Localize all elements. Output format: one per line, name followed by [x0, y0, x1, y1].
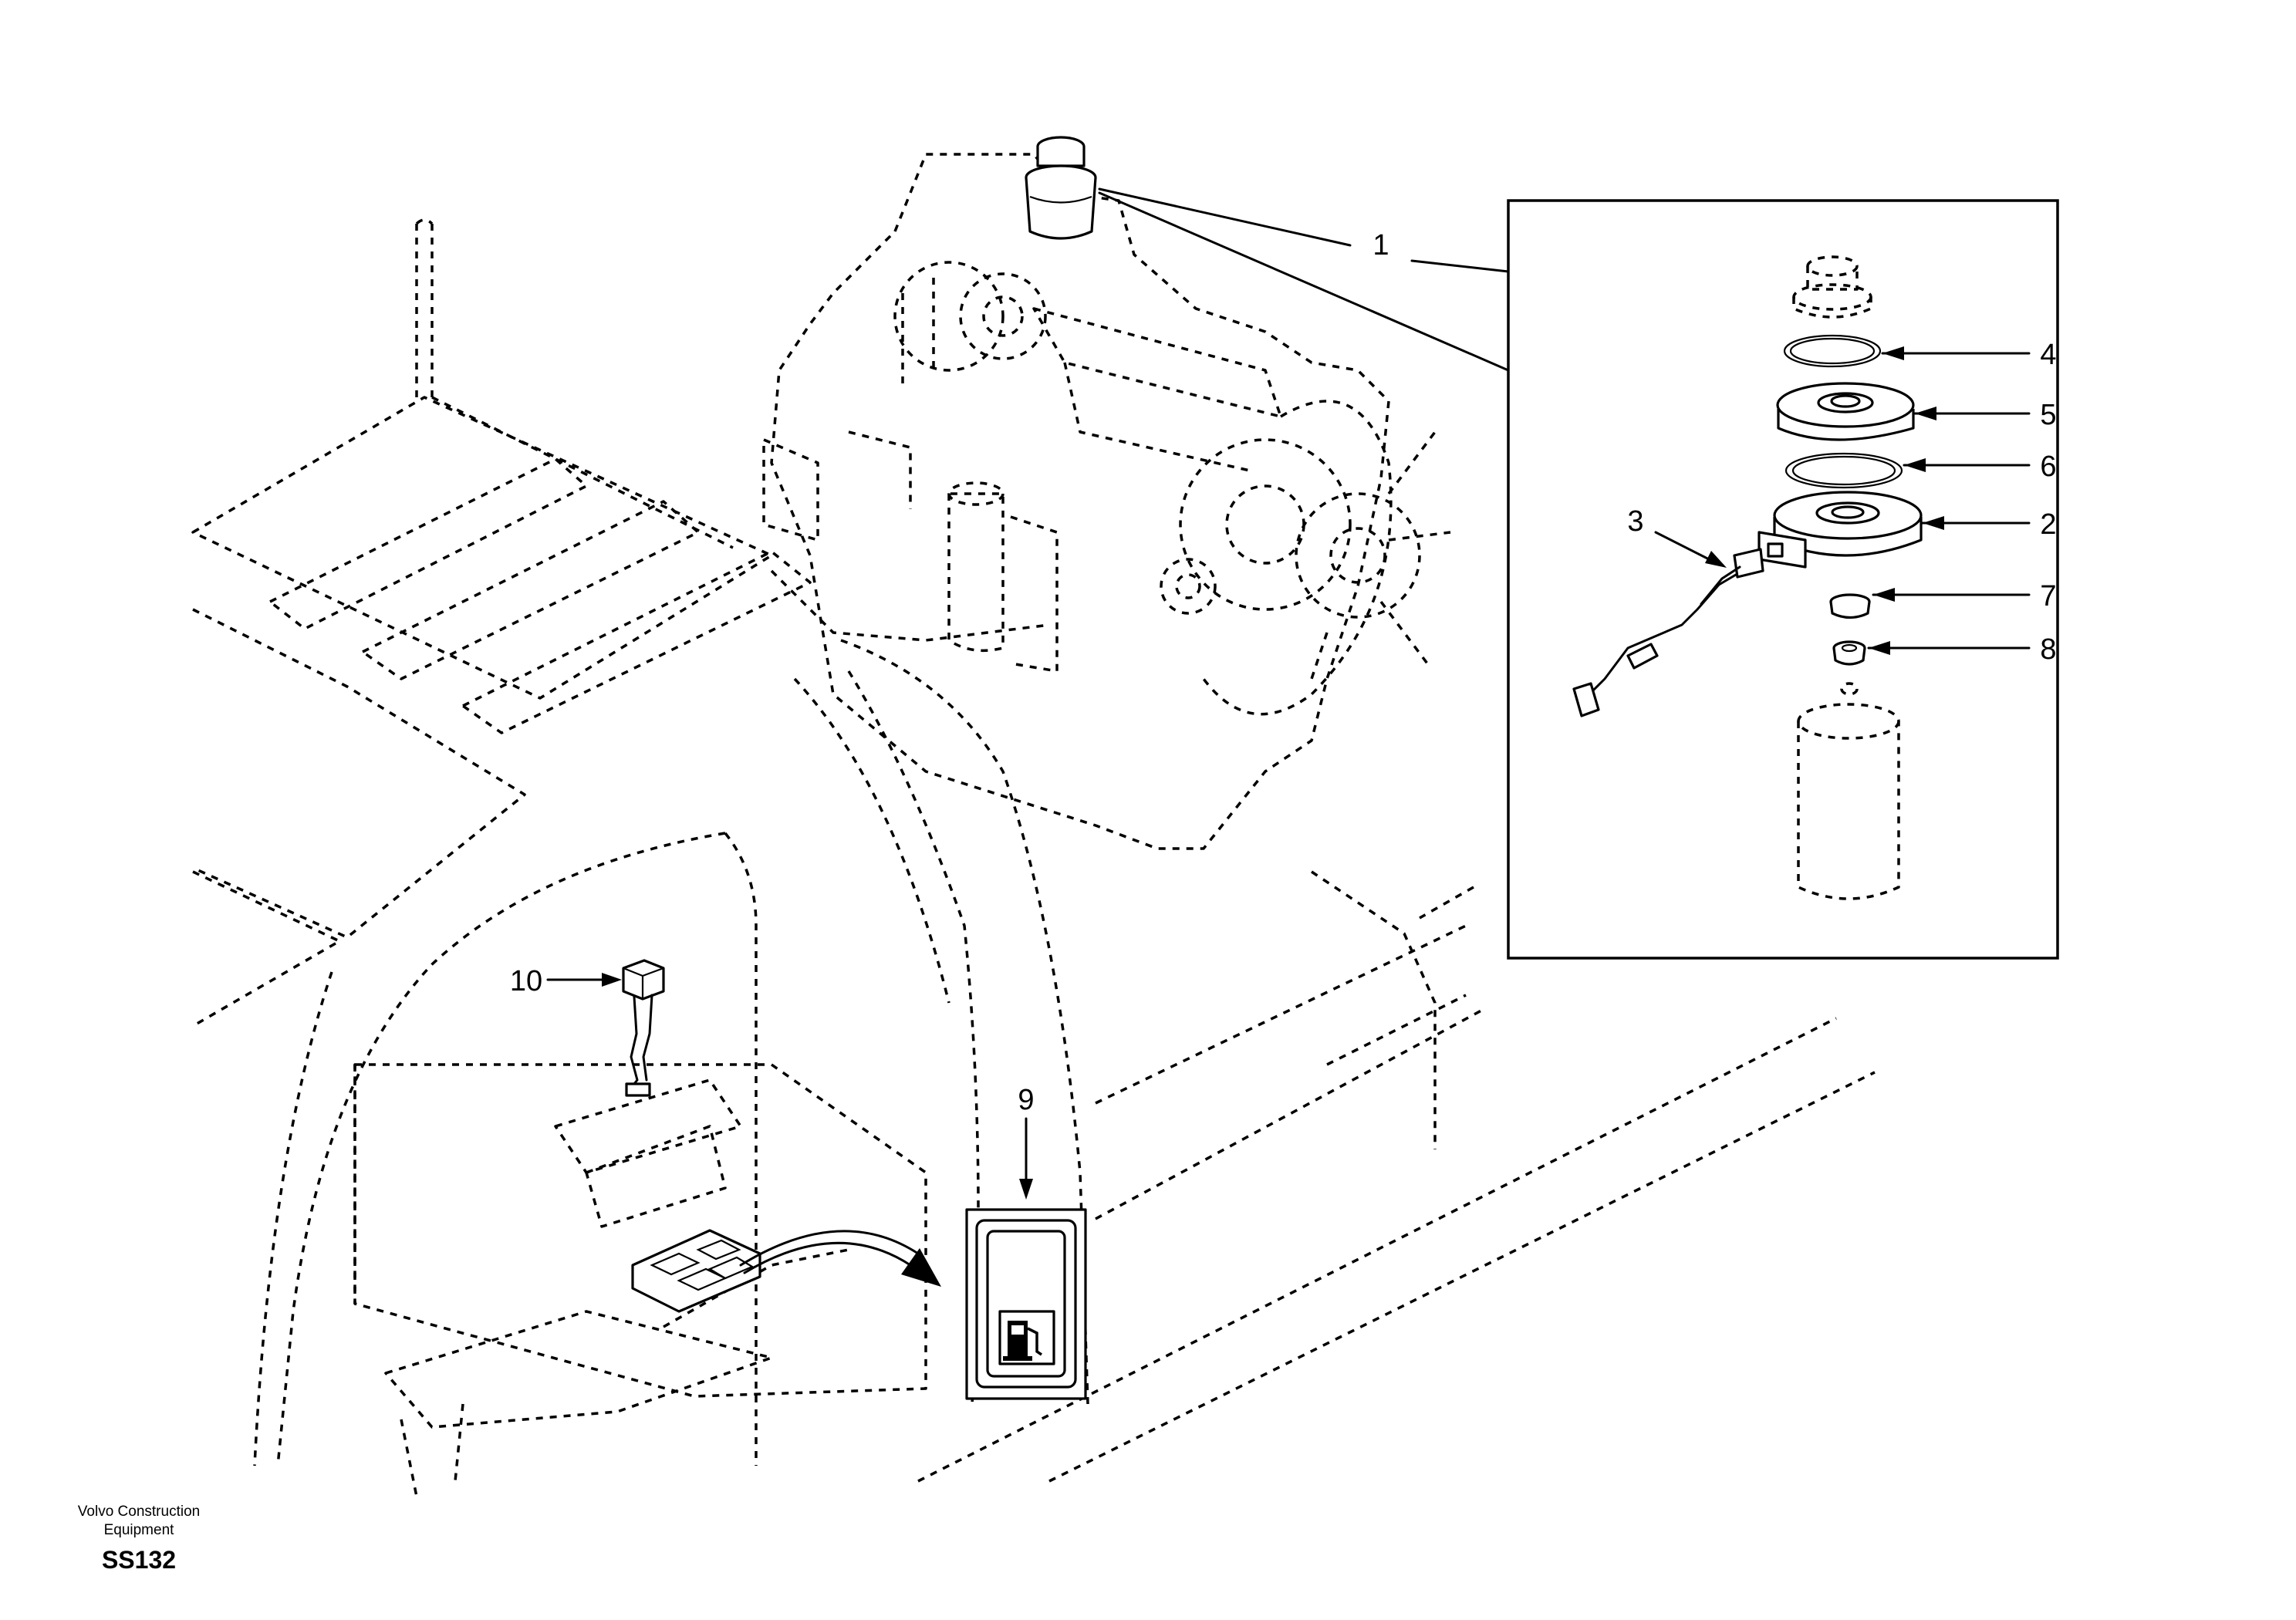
callout-label-3: 3	[1627, 505, 1643, 538]
part-6-gasket	[1784, 452, 1903, 489]
detail-inset-box	[1507, 199, 2059, 960]
part-3-harness	[1572, 548, 1764, 717]
callout-label-8: 8	[2040, 633, 2056, 666]
part-5-plate	[1776, 382, 1915, 441]
part-9-switch: 9	[965, 1084, 1087, 1400]
callout-label-6: 6	[2040, 451, 2056, 483]
callout-1: 1	[1098, 187, 1510, 372]
callout-label-1: 1	[1373, 229, 1389, 262]
company-name: Volvo Construction Equipment	[77, 1504, 201, 1538]
part-10-relay: 10	[510, 959, 665, 1097]
filter-cap-dashed	[1792, 255, 1872, 319]
callout-label-5: 5	[2040, 399, 2056, 431]
diagram-code: SS132	[101, 1546, 177, 1574]
engine-outline	[762, 153, 1451, 850]
callout-label-2: 2	[2040, 508, 2056, 541]
callout-label-4: 4	[2040, 339, 2056, 371]
engine-fuel-filter	[1025, 136, 1097, 240]
callout-label-9: 9	[1018, 1084, 1034, 1116]
detail-inset-parts	[1572, 255, 1923, 900]
callout-label-7: 7	[2040, 580, 2056, 613]
part-8-plug	[1832, 640, 1866, 696]
callout-label-10: 10	[510, 965, 542, 997]
part-4-o-ring	[1783, 334, 1882, 368]
filter-cartridge-dashed	[1797, 703, 1900, 900]
part-2-filter-head	[1757, 491, 1923, 569]
fuel-pump-icon	[1003, 1321, 1042, 1361]
switch-cluster	[631, 1229, 941, 1313]
inset-callouts: 4 5 6 2 3 7 8	[1627, 339, 2056, 666]
machine-outline	[191, 218, 1876, 1497]
part-7-nipple	[1829, 593, 1871, 619]
